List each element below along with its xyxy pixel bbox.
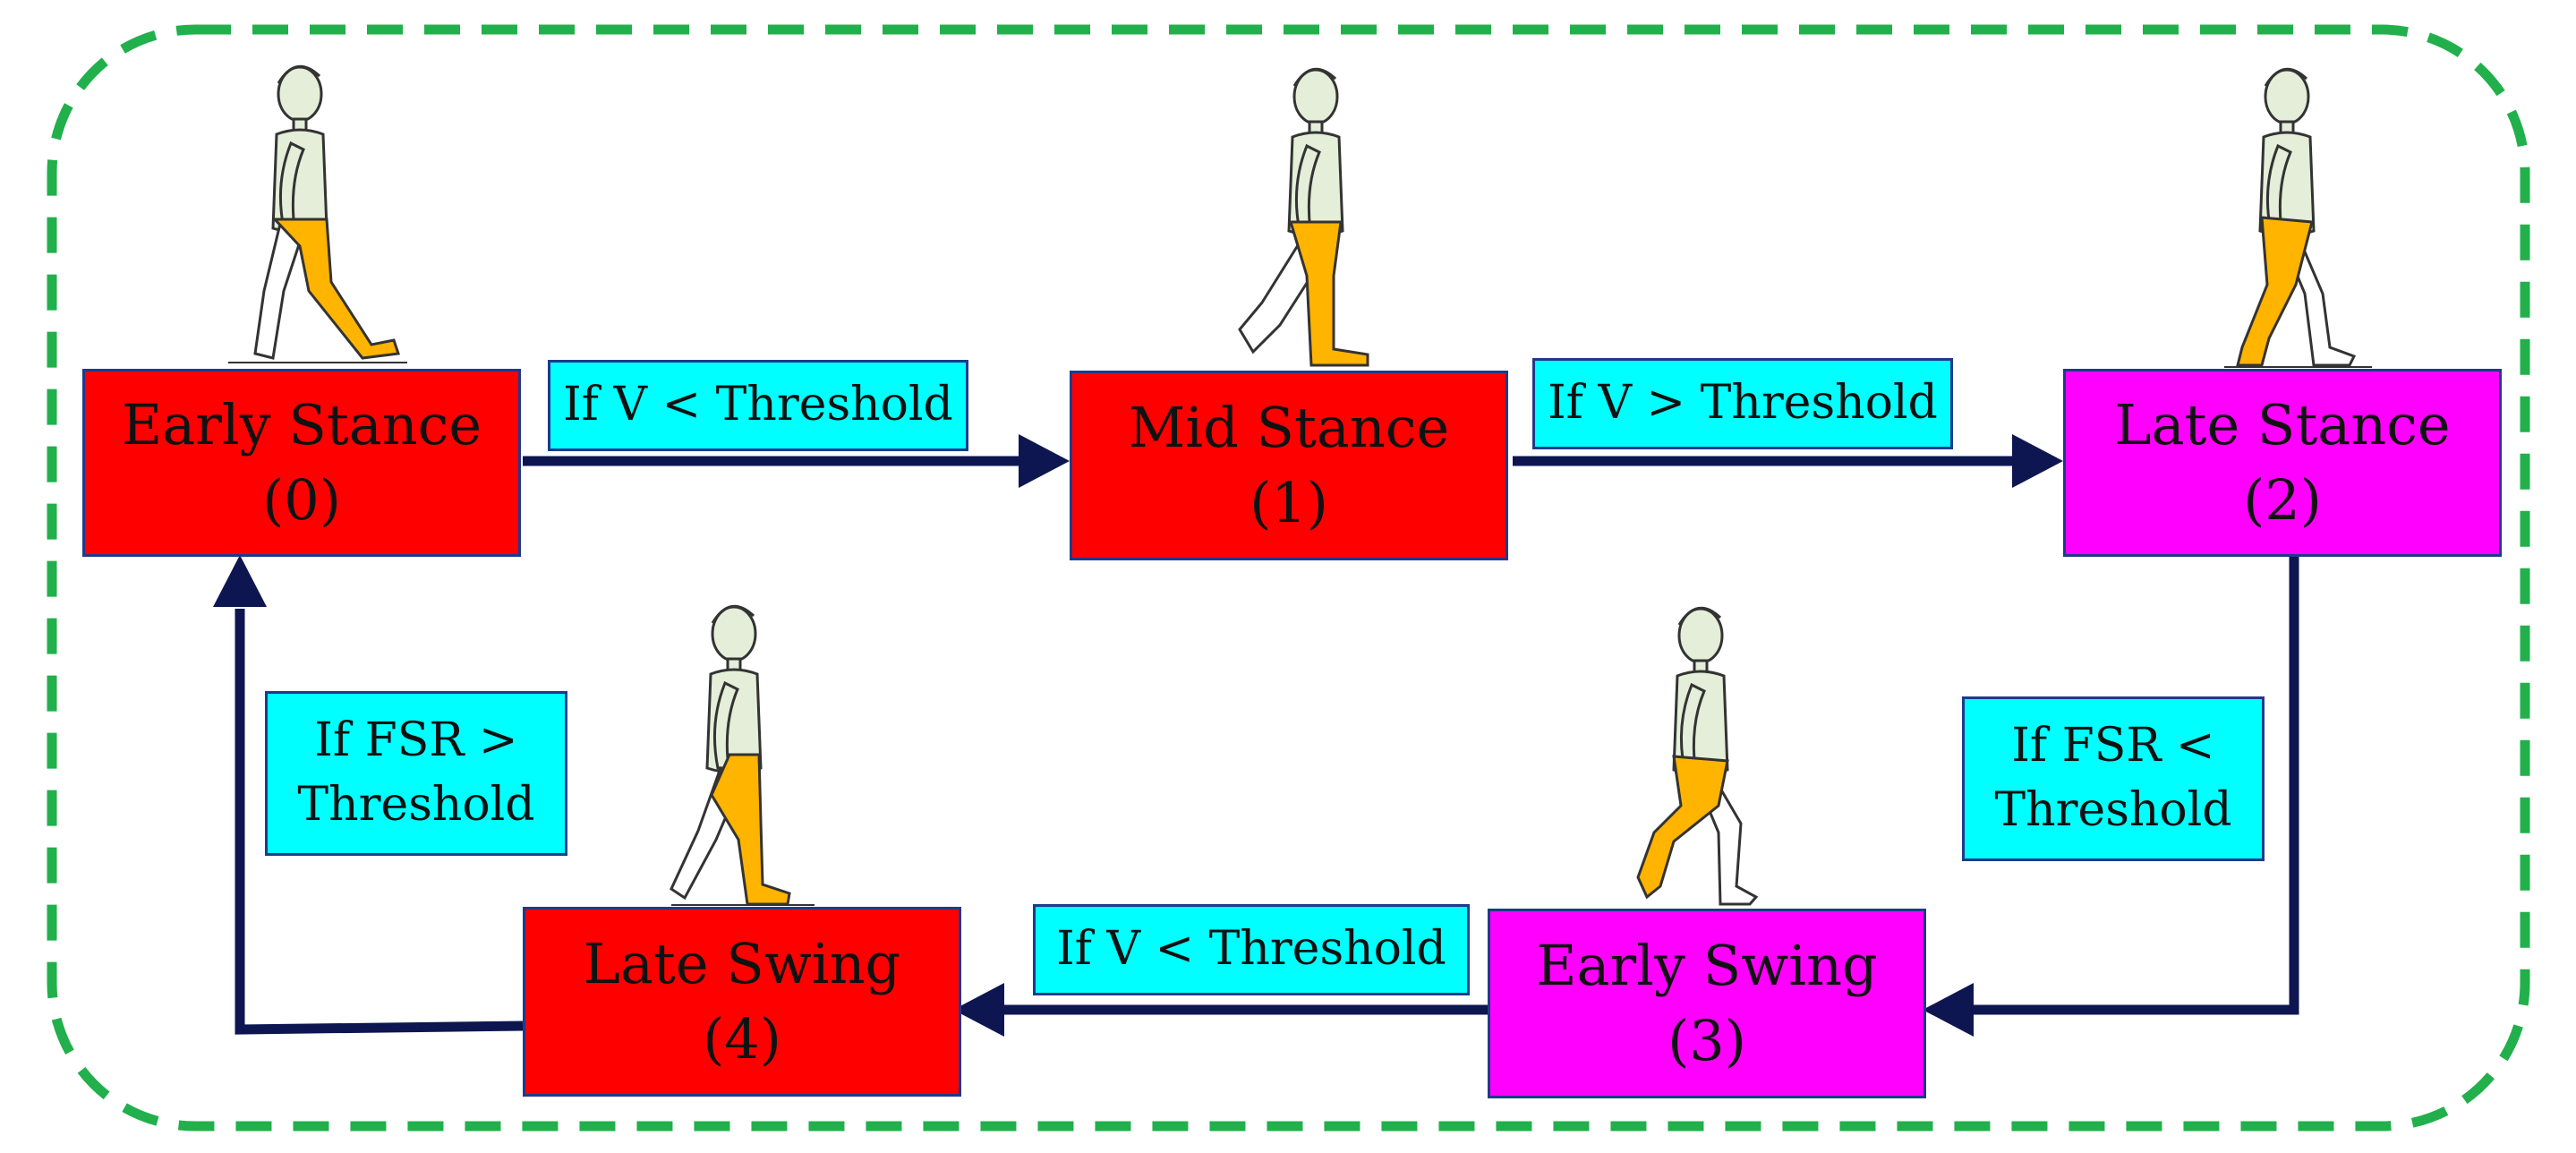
state-name: Early Stance bbox=[121, 392, 482, 458]
arrowhead-0-to-1 bbox=[1019, 434, 1070, 488]
state-name: Late Swing bbox=[583, 931, 901, 997]
state-early-swing: Early Swing (3) bbox=[1488, 909, 1926, 1098]
state-number: (4) bbox=[703, 1006, 781, 1072]
walking-figure-mid-stance bbox=[1238, 67, 1369, 367]
condition-2-to-3: If FSR < Threshold bbox=[1962, 696, 2265, 861]
arrow-4-to-0 bbox=[235, 609, 524, 1035]
state-late-swing: Late Swing (4) bbox=[523, 907, 961, 1097]
condition-text: If V < Threshold bbox=[1056, 922, 1446, 977]
state-name: Mid Stance bbox=[1128, 395, 1450, 461]
condition-text-line1: If FSR < bbox=[2011, 719, 2215, 773]
dashed-border bbox=[47, 24, 2530, 1132]
state-number: (3) bbox=[1668, 1008, 1746, 1073]
condition-3-to-4: If V < Threshold bbox=[1033, 904, 1470, 995]
state-early-stance: Early Stance (0) bbox=[82, 369, 521, 557]
walking-figure-early-swing bbox=[1636, 606, 1759, 906]
condition-text-line1: If FSR > bbox=[314, 713, 518, 768]
walking-figure-late-swing bbox=[670, 604, 815, 906]
transition-arrows bbox=[235, 456, 2299, 1035]
arrowhead-1-to-2 bbox=[2012, 434, 2063, 488]
state-mid-stance: Mid Stance (1) bbox=[1070, 371, 1508, 560]
condition-4-to-0: If FSR > Threshold bbox=[265, 691, 567, 856]
arrow-2-to-3 bbox=[1974, 557, 2299, 1015]
condition-0-to-1: If V < Threshold bbox=[548, 360, 968, 451]
arrow-heads bbox=[213, 434, 2063, 1037]
condition-text: If V < Threshold bbox=[563, 378, 953, 432]
arrowhead-4-to-0 bbox=[213, 555, 267, 607]
condition-text-line2: Threshold bbox=[297, 778, 535, 832]
walking-figure-early-stance bbox=[228, 64, 407, 363]
arrowhead-2-to-3 bbox=[1923, 983, 1974, 1037]
condition-text: If V > Threshold bbox=[1548, 376, 1938, 431]
condition-text-line2: Threshold bbox=[1994, 783, 2232, 837]
state-late-stance: Late Stance (2) bbox=[2063, 369, 2502, 557]
state-number: (0) bbox=[262, 467, 341, 533]
condition-1-to-2: If V > Threshold bbox=[1532, 358, 1953, 449]
state-name: Late Stance bbox=[2114, 392, 2451, 458]
state-name: Early Swing bbox=[1536, 933, 1878, 999]
state-number: (2) bbox=[2243, 467, 2322, 533]
state-number: (1) bbox=[1250, 470, 1328, 535]
walking-figure-late-stance bbox=[2224, 67, 2372, 368]
arrowhead-3-to-4 bbox=[953, 983, 1004, 1037]
